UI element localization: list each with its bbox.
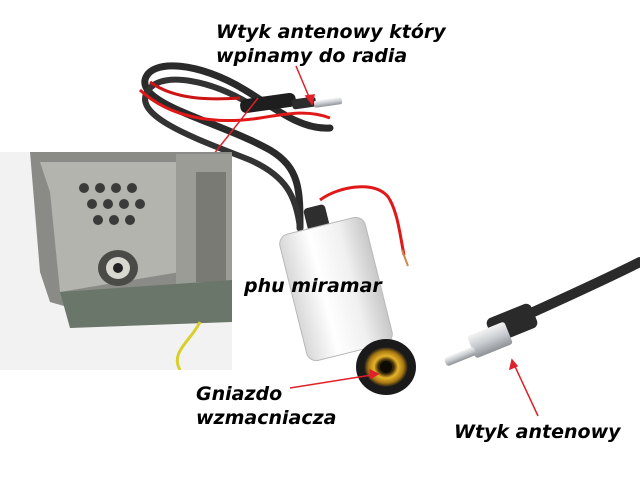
radio-plug-label: Wtyk antenowy który wpinamy do radia: [216, 20, 446, 68]
antenna-plug-label: Wtyk antenowy: [454, 421, 621, 443]
antenna-plug-cable: [444, 257, 640, 366]
amplifier-body: [279, 204, 416, 395]
amplifier-socket-label-line1: Gniazdo: [196, 383, 283, 405]
radio-plug-label-line1: Wtyk antenowy który: [216, 21, 446, 43]
radio-socket-inset: [0, 152, 232, 370]
amplifier-socket-label: Gniazdo wzmacniacza: [196, 382, 337, 430]
amplifier-socket-label-line2: wzmacniacza: [196, 407, 337, 429]
radio-plug-label-line2: wpinamy do radia: [216, 45, 408, 67]
red-wire: [138, 80, 409, 267]
brand-label: phu miramar: [244, 275, 382, 297]
